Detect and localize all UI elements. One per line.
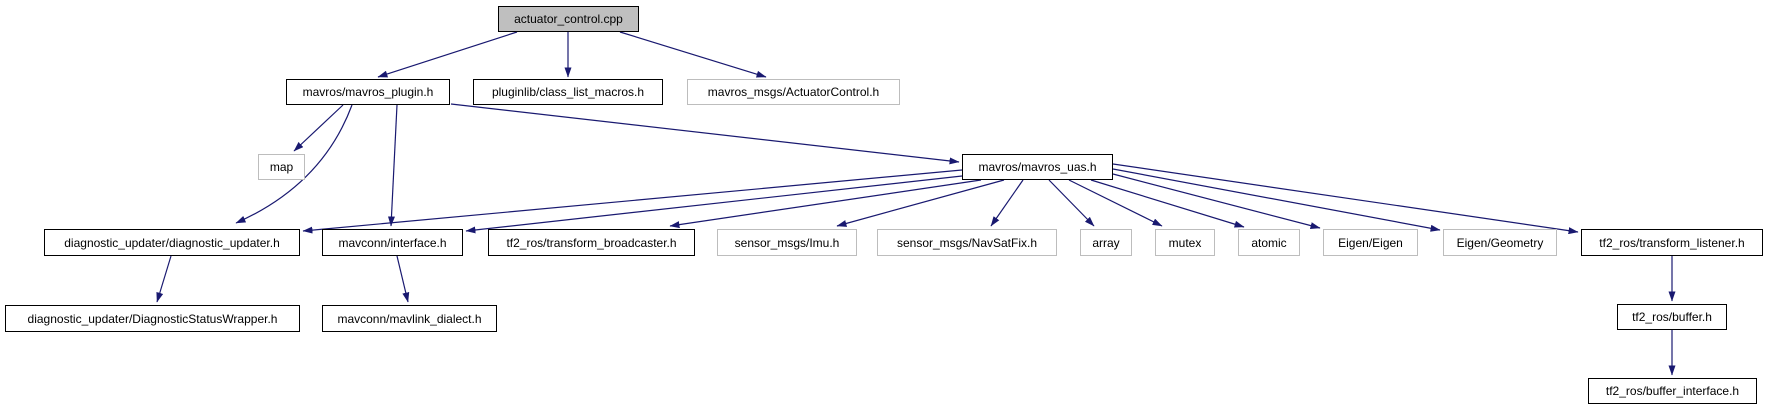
node-mavros-uas-h[interactable]: mavros/mavros_uas.h <box>962 154 1113 180</box>
node-array: array <box>1080 229 1132 256</box>
node-class-list-macros-h[interactable]: pluginlib/class_list_macros.h <box>473 79 663 105</box>
edge-mavros-uas-h-to-mutex <box>1068 179 1163 227</box>
edge-actuator-control-cpp-to-mavros-plugin-h <box>377 31 518 78</box>
node-sensor-msgs-navsatfix-h: sensor_msgs/NavSatFix.h <box>877 229 1057 256</box>
edge-mavros-uas-h-to-eigen-geometry <box>1112 168 1441 232</box>
node-diagnostic-status-wrapper-h[interactable]: diagnostic_updater/DiagnosticStatusWrapp… <box>5 305 300 332</box>
node-sensor-msgs-imu-h: sensor_msgs/Imu.h <box>717 229 857 256</box>
node-actuator-control-cpp[interactable]: actuator_control.cpp <box>498 6 639 32</box>
edge-mavros-uas-h-to-sensor-msgs-imu-h <box>836 179 1005 227</box>
node-atomic: atomic <box>1238 229 1300 256</box>
node-mavros-plugin-h[interactable]: mavros/mavros_plugin.h <box>286 79 450 105</box>
edge-mavros-plugin-h-to-map <box>293 104 344 152</box>
node-mavlink-dialect-h[interactable]: mavconn/mavlink_dialect.h <box>322 305 497 332</box>
node-mavconn-interface-h[interactable]: mavconn/interface.h <box>322 229 463 256</box>
edge-mavros-uas-h-to-atomic <box>1090 179 1245 228</box>
edge-mavros-uas-h-to-diagnostic-updater-h <box>302 169 963 234</box>
edge-mavros-uas-h-to-transform-broadcaster-h <box>669 179 982 229</box>
node-tf2-buffer-h[interactable]: tf2_ros/buffer.h <box>1617 304 1727 330</box>
node-eigen-geometry: Eigen/Geometry <box>1443 229 1557 256</box>
edge-mavros-plugin-h-to-diagnostic-updater-h <box>235 104 353 224</box>
node-transform-listener-h[interactable]: tf2_ros/transform_listener.h <box>1581 229 1763 256</box>
node-transform-broadcaster-h[interactable]: tf2_ros/transform_broadcaster.h <box>488 229 695 256</box>
edge-mavros-uas-h-to-eigen-eigen <box>1112 173 1321 229</box>
node-mutex: mutex <box>1155 229 1215 256</box>
node-map: map <box>258 154 305 180</box>
edge-mavros-plugin-h-to-mavconn-interface-h <box>387 104 398 227</box>
edge-mavros-uas-h-to-array <box>1048 179 1095 227</box>
edge-mavros-uas-h-to-transform-listener-h <box>1112 163 1579 235</box>
edge-mavconn-interface-h-to-mavlink-dialect-h <box>396 255 410 303</box>
edge-diagnostic-updater-h-to-diagnostic-status-wrapper-h <box>156 255 172 303</box>
node-diagnostic-updater-h[interactable]: diagnostic_updater/diagnostic_updater.h <box>44 229 300 256</box>
edge-mavros-plugin-h-to-mavros-uas-h <box>450 103 960 165</box>
node-tf2-buffer-interface-h[interactable]: tf2_ros/buffer_interface.h <box>1588 378 1757 404</box>
edge-actuator-control-cpp-to-actuator-control-msg-h <box>619 31 767 78</box>
edge-mavros-uas-h-to-sensor-msgs-navsatfix-h <box>990 179 1024 227</box>
node-actuator-control-msg-h: mavros_msgs/ActuatorControl.h <box>687 79 900 105</box>
edge-mavros-uas-h-to-mavconn-interface-h <box>465 175 963 234</box>
node-eigen-eigen: Eigen/Eigen <box>1323 229 1418 256</box>
